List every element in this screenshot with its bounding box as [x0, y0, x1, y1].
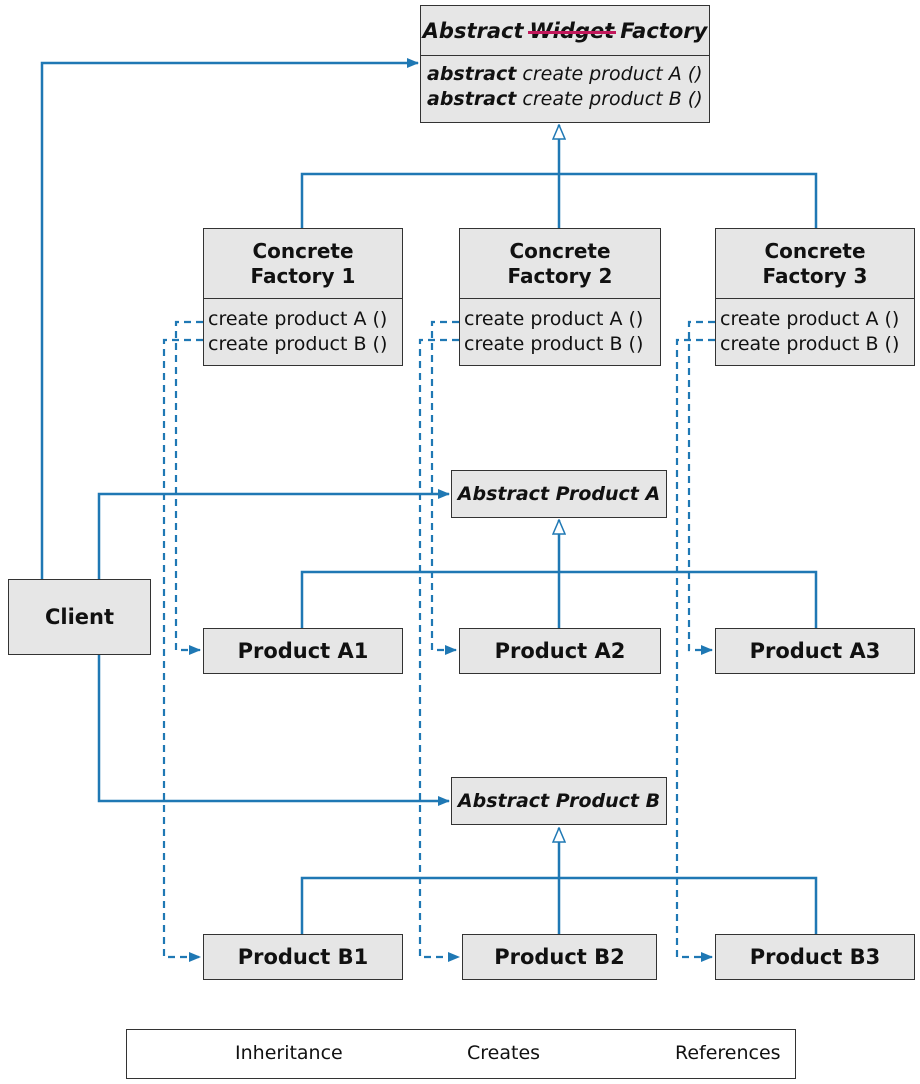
abstract-factory-op-b: abstract create product B ()	[427, 87, 709, 112]
factory-op-a: create product A ()	[464, 308, 644, 330]
factory-title-line2: Factory 2	[507, 263, 613, 288]
concrete-factory-2-box: Concrete Factory 2 create product A () c…	[459, 228, 661, 366]
creates-f3-b	[675, 338, 715, 962]
op-keyword: abstract	[427, 88, 517, 110]
factory-op-a: create product A ()	[208, 308, 388, 330]
abstract-factory-box: Abstract Widget Factory abstract create …	[420, 5, 710, 123]
factory-title-line1: Concrete	[509, 238, 611, 263]
abstract-factory-op-a: abstract create product A ()	[427, 62, 709, 87]
creates-f1-b	[162, 338, 203, 962]
factory-title-line1: Concrete	[764, 238, 866, 263]
ref-client-productb	[97, 655, 450, 806]
abstract-factory-title-struck: Widget	[527, 18, 616, 43]
product-label: Product A3	[749, 639, 881, 663]
factory-title-line2: Factory 1	[250, 263, 356, 288]
concrete-factory-3-ops: create product A () create product B ()	[716, 299, 914, 357]
op-text: create product A ()	[522, 63, 703, 85]
product-b1-box: Product B1	[203, 934, 403, 980]
abstract-product-b-box: Abstract Product B	[451, 777, 667, 825]
ref-client-factory	[40, 58, 419, 579]
product-b2-box: Product B2	[462, 934, 657, 980]
creates-f3-a	[687, 320, 715, 655]
abstract-product-a-label: Abstract Product A	[457, 483, 661, 505]
abstract-factory-title: Abstract Widget Factory	[421, 6, 709, 56]
product-label: Product B1	[237, 945, 369, 969]
client-box: Client	[8, 579, 151, 655]
factory-op-b: create product B ()	[720, 333, 900, 355]
product-label: Product A1	[237, 639, 369, 663]
product-label: Product B3	[749, 945, 881, 969]
legend: Inheritance Creates References	[126, 1029, 796, 1079]
client-label: Client	[44, 605, 115, 629]
legend-creates-label: Creates	[467, 1042, 541, 1064]
concrete-factory-1-ops: create product A () create product B ()	[204, 299, 402, 357]
product-a3-box: Product A3	[715, 628, 915, 674]
product-a2-box: Product A2	[459, 628, 661, 674]
factory-op-b: create product B ()	[464, 333, 644, 355]
product-b3-box: Product B3	[715, 934, 915, 980]
factory-title-line1: Concrete	[252, 238, 354, 263]
abstract-product-b-label: Abstract Product B	[457, 790, 661, 812]
legend-inheritance-label: Inheritance	[235, 1042, 343, 1064]
product-label: Product B2	[494, 945, 625, 969]
legend-references-label: References	[675, 1042, 781, 1064]
concrete-factory-2-ops: create product A () create product B ()	[460, 299, 660, 357]
product-label: Product A2	[494, 639, 626, 663]
op-keyword: abstract	[427, 63, 517, 85]
creates-f1-a	[174, 320, 203, 655]
factory-op-b: create product B ()	[208, 333, 388, 355]
abstract-factory-ops: abstract create product A () abstract cr…	[421, 56, 709, 112]
ref-client-producta	[97, 489, 450, 579]
concrete-factory-1-box: Concrete Factory 1 create product A () c…	[203, 228, 403, 366]
concrete-factory-3-box: Concrete Factory 3 create product A () c…	[715, 228, 915, 366]
abstract-product-a-box: Abstract Product A	[451, 470, 667, 518]
abstract-factory-title-suffix: Factory	[620, 18, 708, 43]
factory-op-a: create product A ()	[720, 308, 900, 330]
creates-f2-b	[418, 338, 460, 962]
concrete-factory-2-title: Concrete Factory 2	[460, 229, 660, 299]
factory-title-line2: Factory 3	[762, 263, 868, 288]
op-text: create product B ()	[522, 88, 703, 110]
concrete-factory-3-title: Concrete Factory 3	[716, 229, 914, 299]
concrete-factory-1-title: Concrete Factory 1	[204, 229, 402, 299]
product-a1-box: Product A1	[203, 628, 403, 674]
creates-f2-a	[430, 320, 459, 655]
abstract-factory-title-prefix: Abstract	[422, 18, 524, 43]
